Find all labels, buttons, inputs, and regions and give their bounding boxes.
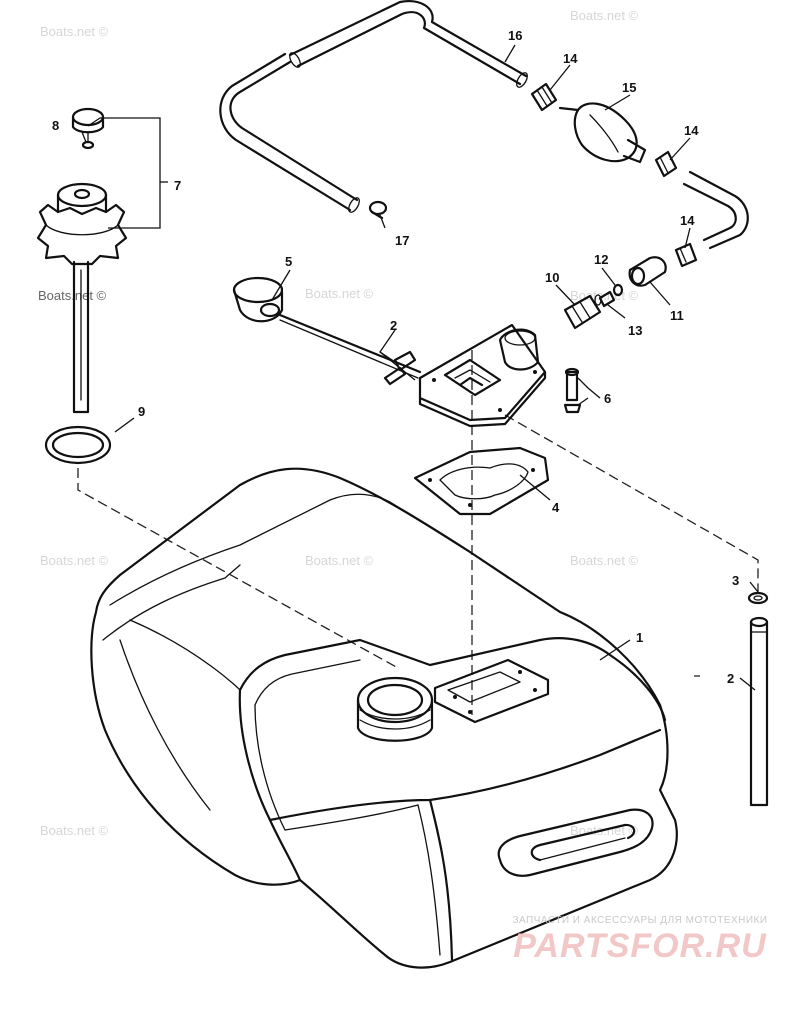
fuel-tank [90, 467, 678, 969]
watermark: Boats.net © [305, 553, 374, 568]
fuel-line-assembly [219, 0, 749, 330]
watermark: Boats.net © [570, 553, 639, 568]
callout-17: 17 [395, 233, 409, 248]
callout-1: 1 [636, 630, 643, 645]
callout-13: 13 [628, 323, 642, 338]
callout-labels: 1 2 2 3 4 5 6 7 8 9 10 11 12 13 14 14 14… [52, 28, 739, 686]
fuel-cap-assembly [36, 107, 128, 465]
watermark: Boats.net © [40, 553, 109, 568]
callout-11: 11 [670, 308, 684, 323]
callout-12: 12 [594, 252, 608, 267]
callout-7: 7 [174, 178, 181, 193]
watermark-layer: Boats.net © Boats.net © Boats.net © Boat… [38, 8, 639, 838]
assembly-lines [77, 350, 759, 715]
callout-14: 14 [680, 213, 695, 228]
callout-6: 6 [604, 391, 611, 406]
watermark: Boats.net © [305, 286, 374, 301]
callout-4: 4 [552, 500, 560, 515]
callout-leaders [81, 44, 759, 691]
callout-2: 2 [727, 671, 734, 686]
brand-logo: PARTSFOR.RU [513, 927, 767, 965]
callout-8: 8 [52, 118, 59, 133]
brand-tagline: ЗАПЧАСТИ И АКСЕССУАРЫ ДЛЯ МОТОТЕХНИКИ [512, 915, 768, 926]
callout-3: 3 [732, 573, 739, 588]
watermark: Boats.net © [40, 823, 109, 838]
fuel-pickup-assembly [232, 276, 769, 807]
callout-14: 14 [563, 51, 578, 66]
watermark: Boats.net © [570, 8, 639, 23]
callout-2: 2 [390, 318, 397, 333]
callout-16: 16 [508, 28, 522, 43]
callout-5: 5 [285, 254, 292, 269]
watermark: Boats.net © [38, 288, 107, 303]
callout-9: 9 [138, 404, 145, 419]
watermark: Boats.net © [40, 24, 109, 39]
callout-14: 14 [684, 123, 699, 138]
callout-10: 10 [545, 270, 559, 285]
callout-15: 15 [622, 80, 636, 95]
